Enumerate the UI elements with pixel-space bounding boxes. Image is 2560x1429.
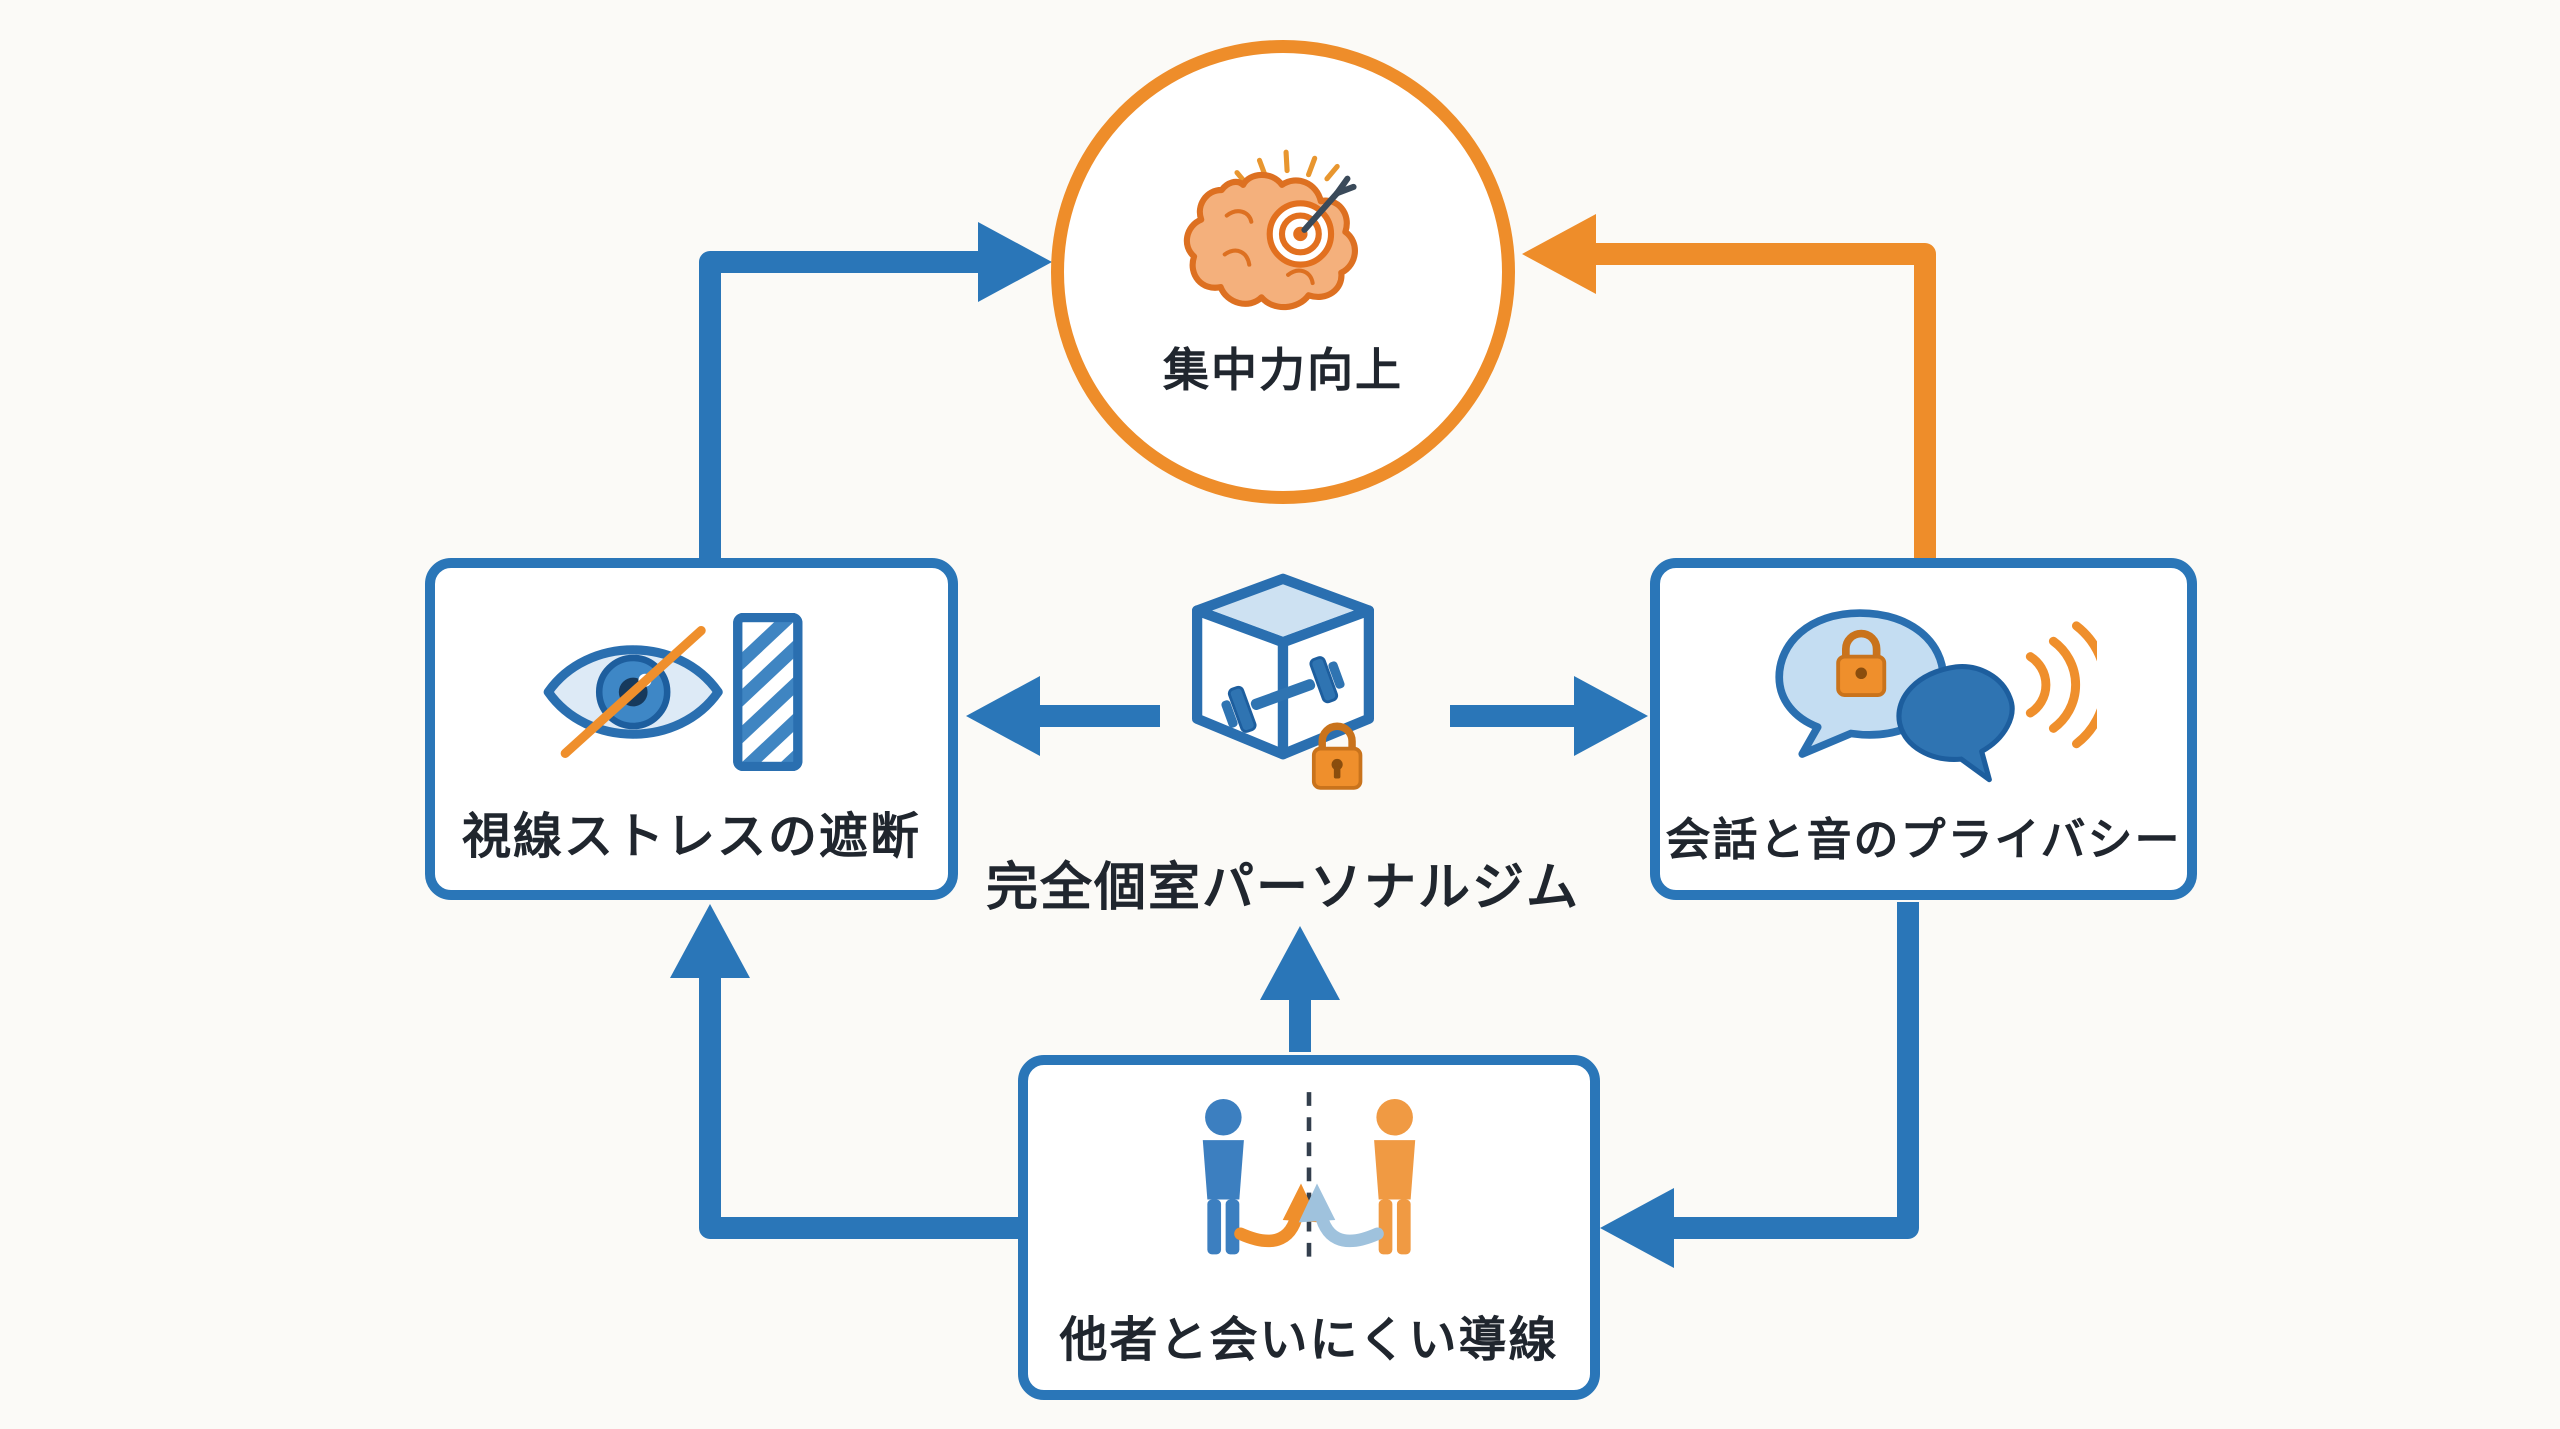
arrow-gaze-to-focus — [699, 222, 1052, 560]
arrow-sound-to-flow — [1600, 902, 1919, 1268]
person-right — [1374, 1098, 1416, 1255]
dumbbell-icon — [1221, 656, 1345, 733]
separate-paths-icon — [1202, 1092, 1416, 1266]
padlock-icon — [1311, 722, 1363, 790]
brain-target-icon — [1183, 149, 1358, 311]
node-gaze: 視線ストレスの遮断 — [425, 558, 958, 900]
center-label: 完全個室パーソナルジム — [985, 859, 1580, 917]
arrow-flow-to-center — [1260, 926, 1340, 1052]
focus-label: 集中力向上 — [1163, 344, 1403, 396]
node-sound: 会話と音のプライバシー — [1650, 558, 2197, 900]
node-focus: 集中力向上 — [1051, 40, 1515, 504]
node-flow: 他者と会いにくい導線 — [1018, 1055, 1600, 1400]
person-left — [1202, 1098, 1244, 1255]
arrow-sound-to-focus — [1522, 214, 1936, 560]
speech-privacy-icon — [1774, 609, 2097, 783]
gaze-label: 視線ストレスの遮断 — [461, 810, 921, 864]
arrow-center-to-gaze — [966, 676, 1160, 756]
flow-label: 他者と会いにくい導線 — [1059, 1314, 1559, 1367]
arrow-center-to-sound — [1450, 676, 1648, 756]
arrow-flow-to-gaze — [670, 904, 1024, 1239]
private-gym-icon — [1191, 573, 1374, 790]
sound-label: 会話と音のプライバシー — [1665, 814, 2182, 865]
blocked-gaze-icon — [543, 612, 802, 772]
